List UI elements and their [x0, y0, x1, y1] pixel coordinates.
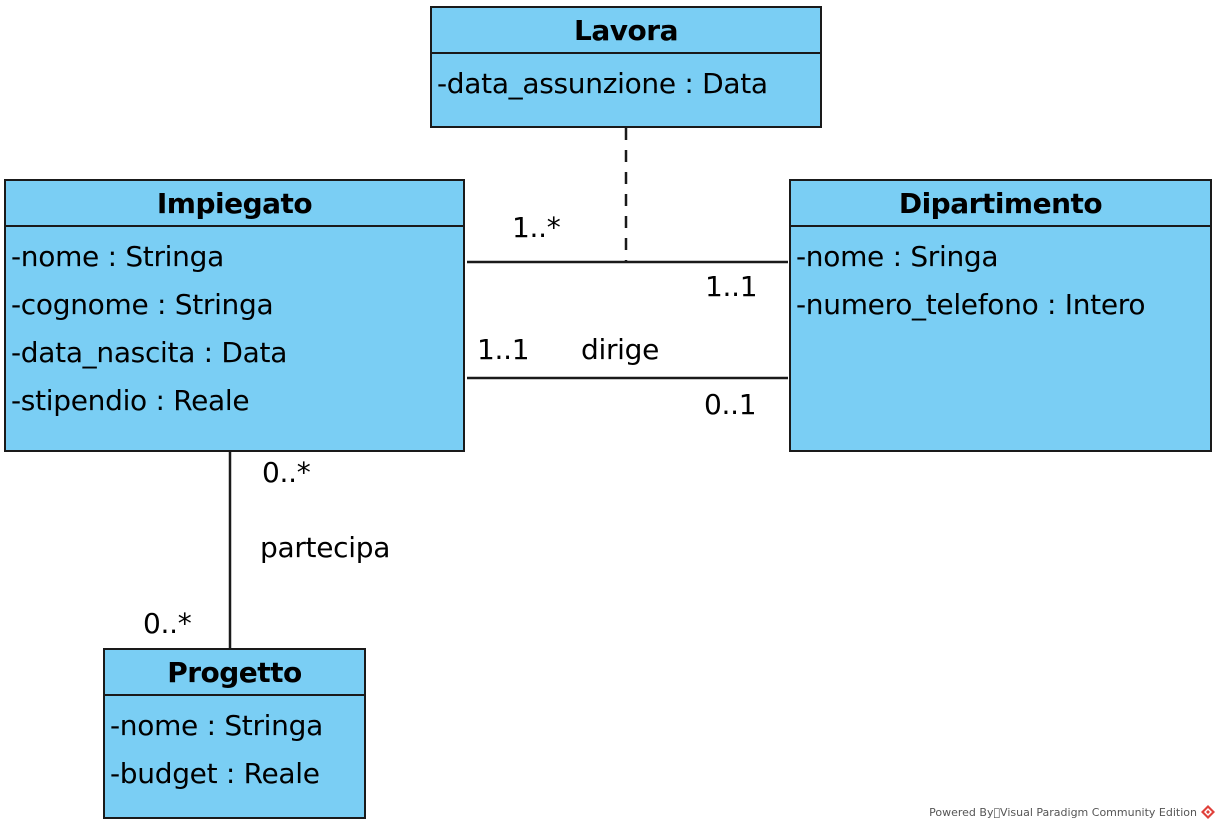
visual-paradigm-logo-icon: [1201, 805, 1215, 819]
powered-by-text: Powered By Visual Paradigm Community Edi…: [929, 805, 1197, 819]
class-impiegato-attributes: -nome : Stringa -cognome : Stringa -data…: [6, 227, 463, 425]
partecipa-multiplicity-progetto: 0..*: [143, 607, 192, 640]
attribute: -nome : Stringa: [110, 709, 323, 742]
class-progetto-name: Progetto: [105, 650, 364, 696]
class-dipartimento-attributes: -nome : Sringa -numero_telefono : Intero: [791, 227, 1210, 329]
class-lavora-attributes: -data_assunzione : Data: [432, 54, 820, 108]
class-impiegato[interactable]: Impiegato -nome : Stringa -cognome : Str…: [4, 179, 465, 452]
attribute: -nome : Stringa: [11, 240, 224, 273]
class-dipartimento[interactable]: Dipartimento -nome : Sringa -numero_tele…: [789, 179, 1212, 452]
lavora-multiplicity-impiegato: 1..*: [512, 211, 561, 244]
attribute: -budget : Reale: [110, 757, 320, 790]
attribute: -nome : Sringa: [796, 240, 999, 273]
class-dipartimento-name: Dipartimento: [791, 181, 1210, 227]
class-progetto-attributes: -nome : Stringa -budget : Reale: [105, 696, 364, 798]
powered-by-watermark: Powered By Visual Paradigm Community Edi…: [929, 805, 1215, 819]
dirige-multiplicity-dipartimento: 0..1: [704, 388, 757, 421]
class-impiegato-name: Impiegato: [6, 181, 463, 227]
attribute: -cognome : Stringa: [11, 288, 274, 321]
partecipa-association-name: partecipa: [260, 531, 391, 564]
attribute: -data_nascita : Data: [11, 336, 288, 369]
partecipa-multiplicity-impiegato: 0..*: [262, 456, 311, 489]
class-lavora[interactable]: Lavora -data_assunzione : Data: [430, 6, 822, 128]
attribute: -data_assunzione : Data: [437, 67, 768, 100]
class-lavora-name: Lavora: [432, 8, 820, 54]
dirige-association-name: dirige: [581, 333, 660, 366]
attribute: -stipendio : Reale: [11, 384, 250, 417]
attribute: -numero_telefono : Intero: [796, 288, 1146, 321]
class-progetto[interactable]: Progetto -nome : Stringa -budget : Reale: [103, 648, 366, 819]
lavora-multiplicity-dipartimento: 1..1: [705, 270, 758, 303]
dirige-multiplicity-impiegato: 1..1: [477, 333, 530, 366]
